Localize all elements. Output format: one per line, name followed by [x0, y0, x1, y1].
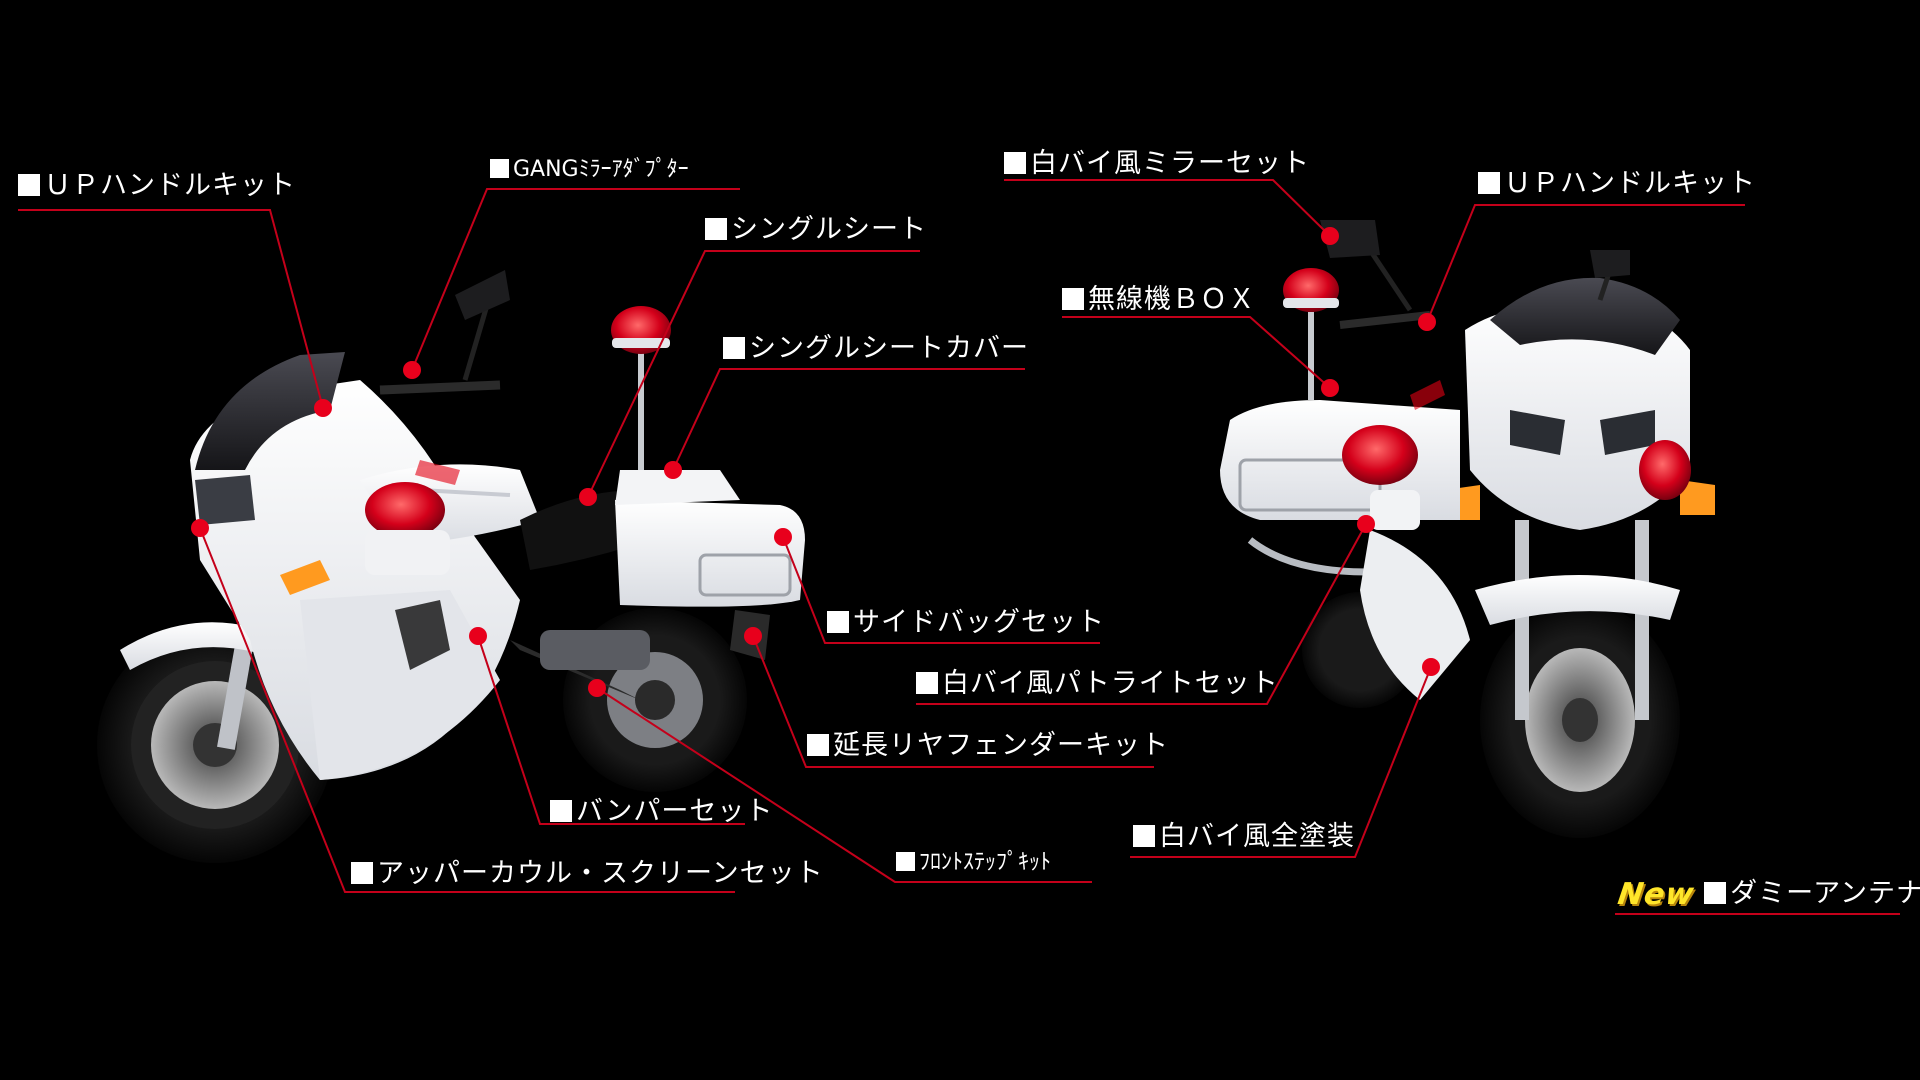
label-bumper-set: バンパーセット — [550, 796, 773, 828]
marker-bumper — [469, 627, 487, 645]
label-single-seat: シングルシート — [705, 214, 927, 246]
marker-single-seat-cover — [664, 461, 682, 479]
label-gang-mirror-adapter: GANGﾐﾗｰｱﾀﾞﾌﾟﾀｰ — [490, 154, 689, 186]
square-bullet-icon — [827, 611, 849, 633]
leader-lines — [18, 179, 1900, 915]
marker-up-handle-left — [314, 399, 332, 417]
label-up-handle-kit-right: ＵＰハンドルキット — [1478, 168, 1756, 200]
label-white-bike-full-paint: 白バイ風全塗装 — [1133, 821, 1355, 853]
label-white-bike-patlight-set: 白バイ風パトライトセット — [916, 668, 1279, 700]
square-bullet-icon — [723, 337, 745, 359]
label-front-step-kit: ﾌﾛﾝﾄｽﾃｯﾌﾟｷｯﾄ — [896, 847, 1051, 879]
marker-front-step — [588, 679, 606, 697]
marker-patlight — [1357, 515, 1375, 533]
label-single-seat-cover: シングルシートカバー — [723, 333, 1029, 365]
square-bullet-icon — [1133, 825, 1155, 847]
square-bullet-icon — [550, 800, 572, 822]
square-bullet-icon — [1704, 882, 1727, 904]
square-bullet-icon — [18, 174, 40, 196]
label-extended-rear-fender-kit: 延長リヤフェンダーキット — [807, 730, 1169, 762]
square-bullet-icon — [1004, 152, 1026, 174]
right-motorcycle — [1220, 220, 1715, 838]
square-bullet-icon — [490, 159, 509, 178]
label-upper-cowl-screen-set: アッパーカウル・スクリーンセット — [351, 858, 824, 890]
square-bullet-icon — [351, 862, 373, 884]
marker-rear-fender — [744, 627, 762, 645]
left-motorcycle — [97, 270, 805, 863]
square-bullet-icon — [916, 672, 938, 694]
marker-radio-box — [1321, 379, 1339, 397]
square-bullet-icon — [896, 852, 915, 871]
marker-single-seat — [579, 488, 597, 506]
square-bullet-icon — [705, 218, 727, 240]
marker-up-handle-right — [1418, 313, 1436, 331]
label-white-bike-mirror-set: 白バイ風ミラーセット — [1004, 148, 1310, 180]
label-side-bag-set: サイドバッグセット — [827, 607, 1105, 639]
marker-side-bag — [774, 528, 792, 546]
label-radio-box: 無線機ＢＯＸ — [1062, 284, 1256, 316]
square-bullet-icon — [1478, 172, 1500, 194]
square-bullet-icon — [807, 734, 829, 756]
new-badge: New — [1615, 877, 1697, 912]
marker-dots — [191, 227, 1440, 697]
marker-gang-mirror — [403, 361, 421, 379]
marker-mirror-right — [1321, 227, 1339, 245]
square-bullet-icon — [1062, 288, 1084, 310]
label-up-handle-kit-left: ＵＰハンドルキット — [18, 170, 296, 202]
marker-upper-cowl — [191, 519, 209, 537]
marker-full-paint — [1422, 658, 1440, 676]
